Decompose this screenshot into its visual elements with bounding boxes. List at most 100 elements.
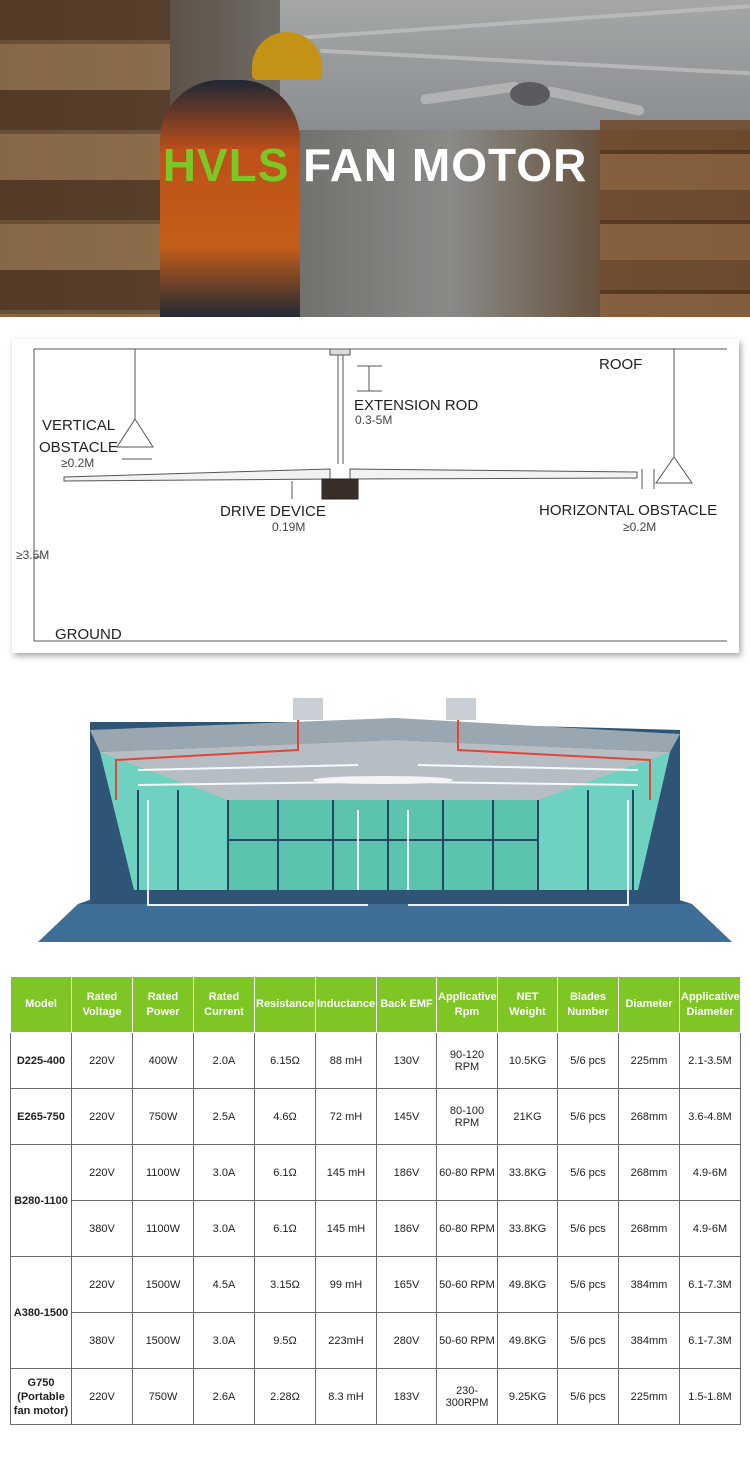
roof-vent-left xyxy=(293,698,323,720)
table-row: B280-1100 220V 1100W 3.0A 6.1Ω 145 mH 18… xyxy=(10,1144,741,1257)
drive-device-label: DRIVE DEVICE xyxy=(220,503,326,520)
back-wall xyxy=(228,800,538,890)
table-cell: 384mm xyxy=(618,1256,680,1313)
model-cell: B280-1100 xyxy=(10,1144,72,1257)
table-cell: 5/6 pcs xyxy=(557,1144,619,1201)
height-value: ≥3.5M xyxy=(16,548,50,562)
header-rated-voltage: Rated Voltage xyxy=(71,976,133,1033)
table-cell: 99 mH xyxy=(315,1256,377,1313)
table-cell: 2.5A xyxy=(193,1088,255,1145)
hero-overlay xyxy=(0,0,750,317)
table-cell: 6.1Ω xyxy=(254,1200,316,1257)
table-cell: 5/6 pcs xyxy=(557,1200,619,1257)
table-cell: 145 mH xyxy=(315,1200,377,1257)
table-cell: 90-120 RPM xyxy=(436,1032,498,1089)
header-rated-power: Rated Power xyxy=(132,976,194,1033)
table-cell: 5/6 pcs xyxy=(557,1032,619,1089)
hard-hat xyxy=(252,32,322,80)
header-applicative-diameter: Applicative Diameter xyxy=(679,976,741,1033)
table-cell: 1100W xyxy=(132,1144,194,1201)
extension-rod-value: 0.3-5M xyxy=(355,413,393,427)
table-cell: 268mm xyxy=(618,1088,680,1145)
table-cell: 130V xyxy=(376,1032,437,1089)
table-cell: 49.8KG xyxy=(497,1312,558,1369)
table-cell: 145 mH xyxy=(315,1144,377,1201)
window-grid xyxy=(137,790,634,890)
table-cell: 4.5A xyxy=(193,1256,255,1313)
table-cell: 6.1-7.3M xyxy=(679,1256,741,1313)
header-net-weight: NET Weight xyxy=(497,976,558,1033)
table-cell: 10.5KG xyxy=(497,1032,558,1089)
hot-air-lines xyxy=(115,720,651,800)
table-cell: 750W xyxy=(132,1088,194,1145)
table-cell: 72 mH xyxy=(315,1088,377,1145)
hero-title-main: FAN MOTOR xyxy=(303,139,588,191)
table-cell: 5/6 pcs xyxy=(557,1088,619,1145)
table-cell: 165V xyxy=(376,1256,437,1313)
table-cell: 50-60 RPM xyxy=(436,1312,498,1369)
spec-table: Model Rated Voltage Rated Power Rated Cu… xyxy=(10,976,741,1425)
ground-label: GROUND xyxy=(55,626,122,643)
table-cell: 50-60 RPM xyxy=(436,1256,498,1313)
table-cell: 4.9-6M xyxy=(679,1200,741,1257)
table-cell: 9.5Ω xyxy=(254,1312,316,1369)
roof-label: ROOF xyxy=(599,356,643,373)
table-cell: 5/6 pcs xyxy=(557,1368,619,1425)
table-cell: 9.25KG xyxy=(497,1368,558,1425)
table-cell: 220V xyxy=(71,1256,133,1313)
table-row: G750 (Portable fan motor) 220V 750W 2.6A… xyxy=(10,1368,741,1425)
header-resistance: Resistance xyxy=(254,976,316,1033)
table-cell: 186V xyxy=(376,1200,437,1257)
table-cell: 268mm xyxy=(618,1200,680,1257)
table-cell: 280V xyxy=(376,1312,437,1369)
horizontal-obstacle-label: HORIZONTAL OBSTACLE xyxy=(539,502,718,519)
table-cell: 220V xyxy=(71,1144,133,1201)
table-cell: 3.15Ω xyxy=(254,1256,316,1313)
table-cell: 8.3 mH xyxy=(315,1368,377,1425)
table-cell: 6.15Ω xyxy=(254,1032,316,1089)
table-cell: 225mm xyxy=(618,1032,680,1089)
table-cell: 225mm xyxy=(618,1368,680,1425)
diagram-drawing xyxy=(33,348,727,642)
table-cell: 5/6 pcs xyxy=(557,1256,619,1313)
table-row: 380V 1500W 3.0A 9.5Ω 223mH 280V 50-60 RP… xyxy=(11,1312,741,1369)
table-cell: 1500W xyxy=(132,1312,194,1369)
hero-title: HVLS FAN MOTOR xyxy=(0,138,750,192)
table-cell: 88 mH xyxy=(315,1032,377,1089)
table-header-row: Model Rated Voltage Rated Power Rated Cu… xyxy=(10,976,741,1033)
table-cell: 380V xyxy=(71,1312,133,1369)
table-cell: 223mH xyxy=(315,1312,377,1369)
table-cell: 33.8KG xyxy=(497,1144,558,1201)
table-cell: 220V xyxy=(71,1368,133,1425)
table-cell: 145V xyxy=(376,1088,437,1145)
header-blades-number: Blades Number xyxy=(557,976,619,1033)
roof-vent-right xyxy=(446,698,476,720)
header-applicative-rpm: Applicative Rpm xyxy=(436,976,498,1033)
table-cell: 230-300RPM xyxy=(436,1368,498,1425)
table-cell: 400W xyxy=(132,1032,194,1089)
airflow-lines xyxy=(137,764,639,906)
roof xyxy=(90,718,680,752)
table-cell: 21KG xyxy=(497,1088,558,1145)
vertical-obstacle-label-1: VERTICAL xyxy=(42,417,116,434)
installation-diagram: ROOF VERTICAL OBSTACLE ≥0.2M EXTENSION R… xyxy=(12,339,739,653)
table-cell: 4.9-6M xyxy=(679,1144,741,1201)
table-cell: 80-100 RPM xyxy=(436,1088,498,1145)
ceiling-fan xyxy=(313,776,453,784)
table-cell: 384mm xyxy=(618,1312,680,1369)
header-diameter: Diameter xyxy=(618,976,680,1033)
table-cell: 1.5-1.8M xyxy=(679,1368,741,1425)
table-cell: 3.0A xyxy=(193,1144,255,1201)
table-cell: 2.28Ω xyxy=(254,1368,316,1425)
table-cell: 2.1-3.5M xyxy=(679,1032,741,1089)
table-cell: 380V xyxy=(71,1200,133,1257)
vertical-obstacle-label-2: OBSTACLE xyxy=(39,439,118,456)
table-cell: 220V xyxy=(71,1088,133,1145)
header-inductance: Inductance xyxy=(315,976,377,1033)
table-cell: 4.6Ω xyxy=(254,1088,316,1145)
floor-slab xyxy=(38,904,732,942)
table-cell: 3.0A xyxy=(193,1200,255,1257)
table-cell: 183V xyxy=(376,1368,437,1425)
table-cell: 5/6 pcs xyxy=(557,1312,619,1369)
warehouse-airflow-illustration xyxy=(38,698,732,942)
